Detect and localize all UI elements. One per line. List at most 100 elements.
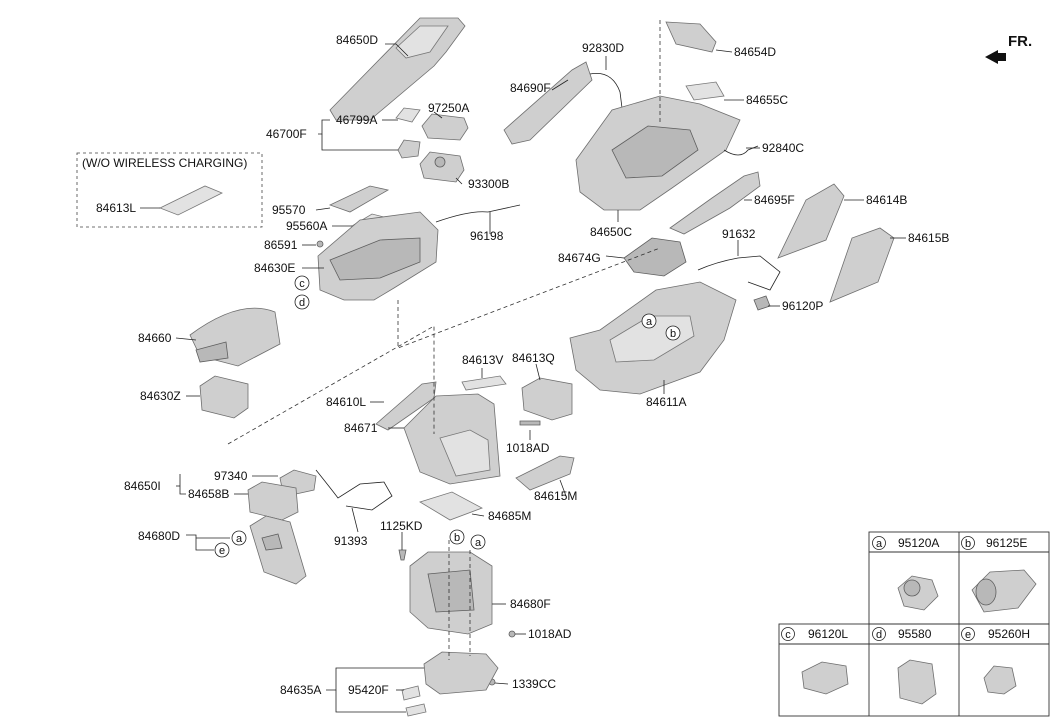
marker-a-lower: a	[470, 534, 486, 550]
label-84614B: 84614B	[866, 193, 907, 207]
svg-text:b: b	[965, 538, 971, 550]
svg-text:95580: 95580	[898, 627, 932, 641]
label-1339CC: 1339CC	[512, 677, 556, 691]
label-84610L: 84610L	[326, 395, 366, 409]
label-91632: 91632	[722, 227, 756, 241]
mat-part	[419, 491, 483, 521]
svg-text:96120L: 96120L	[808, 627, 848, 641]
bezel-84658B-part	[247, 481, 299, 521]
label-86591: 86591	[264, 238, 298, 252]
svg-text:e: e	[965, 629, 971, 641]
bracket-84655C-part	[685, 81, 725, 101]
label-84655C: 84655C	[746, 93, 788, 107]
switch-panel-part	[395, 107, 421, 123]
side-panel-84615B-part	[829, 227, 895, 303]
legend-cell-b: b 96125E	[961, 536, 1037, 613]
panel-84680D-part	[249, 515, 307, 585]
label-95420F: 95420F	[348, 683, 389, 697]
label-84658B: 84658B	[188, 487, 229, 501]
orientation-indicator: FR.	[985, 33, 1032, 64]
trim-84695F-part	[669, 171, 761, 235]
connector-c-icon	[801, 661, 849, 695]
label-46799A: 46799A	[336, 113, 377, 127]
svg-text:b: b	[454, 532, 460, 544]
connector-96120P	[753, 295, 771, 311]
label-1018AD-lower: 1018AD	[528, 627, 572, 641]
label-84630Z: 84630Z	[140, 389, 181, 403]
label-84613V: 84613V	[462, 353, 503, 367]
label-92840C: 92840C	[762, 141, 804, 155]
marker-b-lower: b	[449, 529, 465, 545]
label-84654D: 84654D	[734, 45, 776, 59]
label-92830D: 92830D	[582, 41, 624, 55]
label-95570: 95570	[272, 203, 306, 217]
bolt-1125KD	[398, 549, 407, 561]
svg-text:e: e	[219, 545, 225, 557]
label-97250A: 97250A	[428, 101, 469, 115]
side-panel-84614B-part	[777, 183, 845, 259]
svg-text:96125E: 96125E	[986, 536, 1027, 550]
label-84630E: 84630E	[254, 261, 295, 275]
cover-84613V-part	[461, 375, 507, 391]
label-84671: 84671	[344, 421, 378, 435]
control-panel-part	[421, 113, 469, 141]
marker-a-upper: a	[641, 313, 657, 329]
label-96120P: 96120P	[782, 299, 823, 313]
callout-labels: 84650D 46799A 97250A 46700F 84613L 93300…	[96, 33, 949, 697]
legend-cell-d: d 95580	[872, 627, 937, 705]
wire-91632	[697, 255, 781, 291]
label-84690F: 84690F	[510, 81, 551, 95]
label-84685M: 84685M	[488, 509, 531, 523]
variant-box	[76, 152, 263, 228]
label-97340: 97340	[214, 469, 248, 483]
wire-92830D	[589, 73, 623, 109]
orientation-label: FR.	[1008, 33, 1032, 50]
marker-d: d	[294, 294, 310, 310]
variant-note: (W/O WIRELESS CHARGING)	[82, 156, 247, 170]
label-91393: 91393	[334, 534, 368, 548]
label-84650D: 84650D	[336, 33, 378, 47]
label-84695F: 84695F	[754, 193, 795, 207]
wire-92840C	[723, 145, 759, 156]
screw-1018AD-lower	[508, 630, 516, 638]
svg-text:95260H: 95260H	[988, 627, 1030, 641]
bracket-84613Q-part	[521, 377, 573, 421]
tray-part	[328, 185, 390, 213]
svg-text:95120A: 95120A	[898, 536, 939, 550]
label-84615M: 84615M	[534, 489, 577, 503]
label-84613Q: 84613Q	[512, 351, 555, 365]
svg-text:c: c	[299, 278, 305, 290]
svg-text:a: a	[646, 316, 653, 328]
mat-84674G-part	[623, 237, 687, 277]
label-1125KD: 1125KD	[380, 519, 423, 533]
svg-text:d: d	[299, 297, 305, 309]
trim-84615M-part	[515, 455, 575, 491]
trim-84690F-part	[503, 61, 593, 145]
label-84680D: 84680D	[138, 529, 180, 543]
legend-cell-a: a 95120A	[872, 536, 939, 611]
reference-markers: c d a b a e b a	[214, 275, 681, 558]
label-84613L: 84613L	[96, 201, 136, 215]
label-96198: 96198	[470, 229, 504, 243]
leader-lines	[140, 43, 906, 713]
marker-c: c	[294, 275, 310, 291]
marker-a-left: a	[231, 530, 247, 546]
module-d-icon	[897, 659, 937, 705]
bracket-84654D-part	[665, 21, 717, 53]
marker-e-left: e	[214, 542, 230, 558]
label-95560A: 95560A	[286, 219, 327, 233]
legend-cell-c: c 96120L	[781, 627, 849, 695]
label-46700F: 46700F	[266, 127, 307, 141]
arrow-icon	[985, 50, 1006, 64]
label-84674G: 84674G	[558, 251, 601, 265]
label-84680F: 84680F	[510, 597, 551, 611]
bracket-84635A-part	[423, 651, 499, 695]
label-84611A: 84611A	[646, 395, 686, 409]
wireless-pad-part	[159, 185, 223, 216]
svg-text:b: b	[670, 328, 676, 340]
label-84615B: 84615B	[908, 231, 949, 245]
legend-table: a 95120A b 96125E c 96120L d 95580	[778, 531, 1050, 717]
label-84660: 84660	[138, 331, 172, 345]
label-84650I: 84650I	[124, 479, 161, 493]
wire-96198	[435, 204, 521, 223]
